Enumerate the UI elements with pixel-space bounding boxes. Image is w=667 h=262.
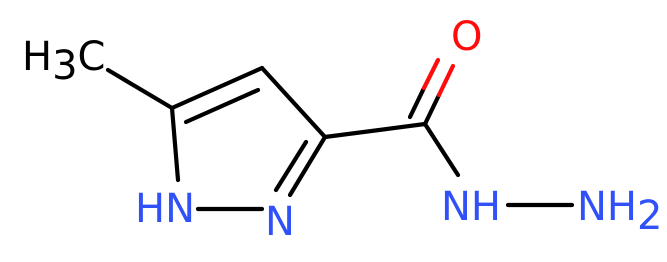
ring-bond-c3-n2: [287, 134, 328, 198]
bonds: [105, 57, 575, 212]
ring-bond-n1-c5: [169, 105, 181, 183]
ring-bond-c5-c4-inner: [183, 87, 261, 125]
carbonyl-bond-c: [422, 92, 442, 127]
oxygen-label: O: [451, 14, 482, 60]
hydrazide-nh-label: NH: [441, 184, 501, 230]
n-ring-label: N: [265, 199, 295, 245]
carbonyl-bond-o: [436, 63, 456, 98]
carbonyl-bond-c-2: [407, 85, 427, 120]
ring-bond-c3-n2-inner: [273, 139, 309, 193]
atom-labels: H3C HN N O NH NH2: [22, 14, 662, 245]
ring-bond-c4-c3: [259, 65, 328, 140]
nh-ring-label: HN: [135, 186, 195, 232]
methyl-label: H3C: [22, 34, 105, 89]
ring-bond-c5-c4: [169, 65, 265, 111]
hydrazide-nh2-label: NH2: [577, 184, 662, 239]
bond-carbonyl-nh: [422, 121, 461, 178]
methyl-bond: [105, 67, 175, 111]
bond-c3-carbonyl: [322, 121, 428, 140]
carbonyl-bond-o-2: [421, 57, 441, 91]
